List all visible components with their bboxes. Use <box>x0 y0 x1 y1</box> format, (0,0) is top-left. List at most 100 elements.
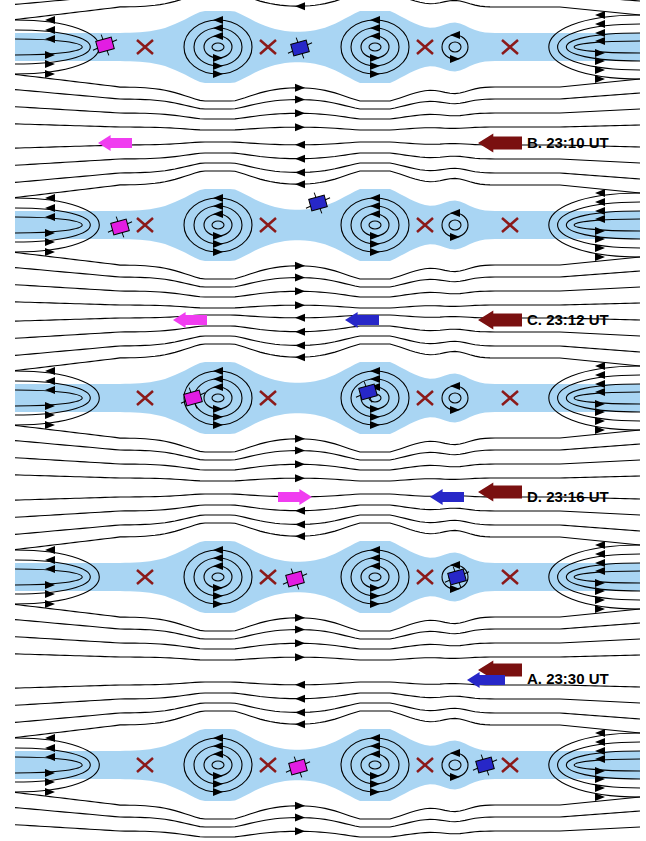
field-arrowhead <box>450 773 460 781</box>
flux-rope-loop <box>204 214 232 236</box>
motion-arrow <box>478 483 522 502</box>
field-line <box>15 441 640 460</box>
field-line <box>15 107 640 119</box>
field-line <box>15 637 640 649</box>
flux-rope-loop <box>212 761 224 769</box>
spacecraft-body <box>111 219 130 235</box>
x-line-marker <box>502 40 518 54</box>
plasma-sheet-band <box>15 729 640 801</box>
field-line <box>566 384 640 412</box>
panel <box>15 493 640 661</box>
field-arrowhead <box>595 362 605 370</box>
field-arrowhead <box>213 70 223 78</box>
field-arrowhead <box>450 55 460 63</box>
flux-rope-loop <box>442 35 468 59</box>
field-line <box>15 381 90 415</box>
field-arrowhead <box>45 734 55 742</box>
field-line <box>549 545 640 609</box>
field-arrowhead <box>295 314 305 322</box>
field-arrowhead <box>213 62 223 70</box>
flux-rope-loop <box>369 43 381 51</box>
field-arrowhead <box>213 562 223 570</box>
spacecraft-body <box>359 384 378 400</box>
field-arrowhead <box>45 788 55 796</box>
field-arrowhead <box>45 753 55 761</box>
field-line <box>15 371 99 425</box>
x-line-marker <box>502 758 518 772</box>
field-line <box>15 654 640 660</box>
field-arrowhead <box>595 57 605 65</box>
field-line <box>15 620 640 639</box>
field-arrowhead <box>45 238 55 246</box>
field-arrowhead <box>213 54 223 62</box>
flux-rope-loop <box>449 42 461 52</box>
field-line <box>558 554 640 600</box>
panel-time-label: C. 23:12 UT <box>527 311 609 329</box>
field-arrowhead <box>370 210 380 218</box>
field-arrowhead <box>595 75 605 83</box>
field-arrowhead <box>370 780 380 788</box>
field-arrowhead <box>45 590 55 598</box>
field-line <box>15 0 640 4</box>
field-arrowhead <box>45 402 55 410</box>
flux-rope-loop <box>369 761 381 769</box>
field-arrowhead <box>595 793 605 801</box>
field-line <box>566 563 640 591</box>
field-arrowhead <box>595 227 605 235</box>
field-arrowhead <box>45 600 55 608</box>
field-arrowhead <box>213 375 223 383</box>
field-line <box>15 711 640 738</box>
field-line <box>574 392 640 404</box>
flux-rope-loop <box>351 379 399 417</box>
plasma-sheet-band <box>15 541 640 613</box>
field-arrowhead <box>45 204 55 212</box>
field-line <box>15 808 640 827</box>
field-arrowhead <box>45 60 55 68</box>
field-arrowhead <box>295 720 305 728</box>
field-arrowhead <box>45 744 55 752</box>
field-arrowhead <box>295 328 305 336</box>
field-line <box>558 202 640 248</box>
x-line-marker <box>260 391 276 405</box>
plasma-sheet-band <box>15 11 640 83</box>
flux-rope-loop <box>341 371 409 425</box>
flux-rope-loop <box>204 36 232 58</box>
field-line <box>15 268 640 287</box>
field-arrowhead <box>45 565 55 573</box>
field-arrowhead <box>595 388 605 396</box>
field-arrowhead <box>595 11 605 19</box>
flux-rope-loop <box>361 36 389 58</box>
flux-rope-loop <box>204 754 232 776</box>
field-arrowhead <box>45 581 55 589</box>
field-arrowhead <box>295 287 305 295</box>
field-arrowhead <box>595 20 605 28</box>
field-arrowhead <box>370 232 380 240</box>
field-arrowhead <box>45 51 55 59</box>
field-arrowhead <box>45 229 55 237</box>
field-line <box>15 74 640 101</box>
field-arrowhead <box>595 253 605 261</box>
flux-rope-loop <box>351 558 399 596</box>
field-line <box>558 24 640 70</box>
field-arrowhead <box>450 382 460 390</box>
field-arrowhead <box>295 520 305 528</box>
field-arrowhead <box>370 742 380 750</box>
panel <box>15 0 640 131</box>
field-arrowhead <box>595 49 605 57</box>
motion-arrow <box>478 311 522 330</box>
motion-arrow <box>345 312 379 328</box>
spacecraft-body <box>291 40 310 56</box>
field-arrowhead <box>595 587 605 595</box>
flux-rope-loop <box>351 28 399 66</box>
field-arrowhead <box>295 180 305 188</box>
field-arrowhead <box>595 408 605 416</box>
spacecraft <box>105 213 136 241</box>
field-arrowhead <box>295 614 305 622</box>
field-arrowhead <box>370 421 380 429</box>
field-arrowhead <box>45 26 55 34</box>
field-arrowhead <box>45 70 55 78</box>
field-arrowhead <box>295 168 305 176</box>
field-arrowhead <box>595 426 605 434</box>
field-arrowhead <box>595 755 605 763</box>
